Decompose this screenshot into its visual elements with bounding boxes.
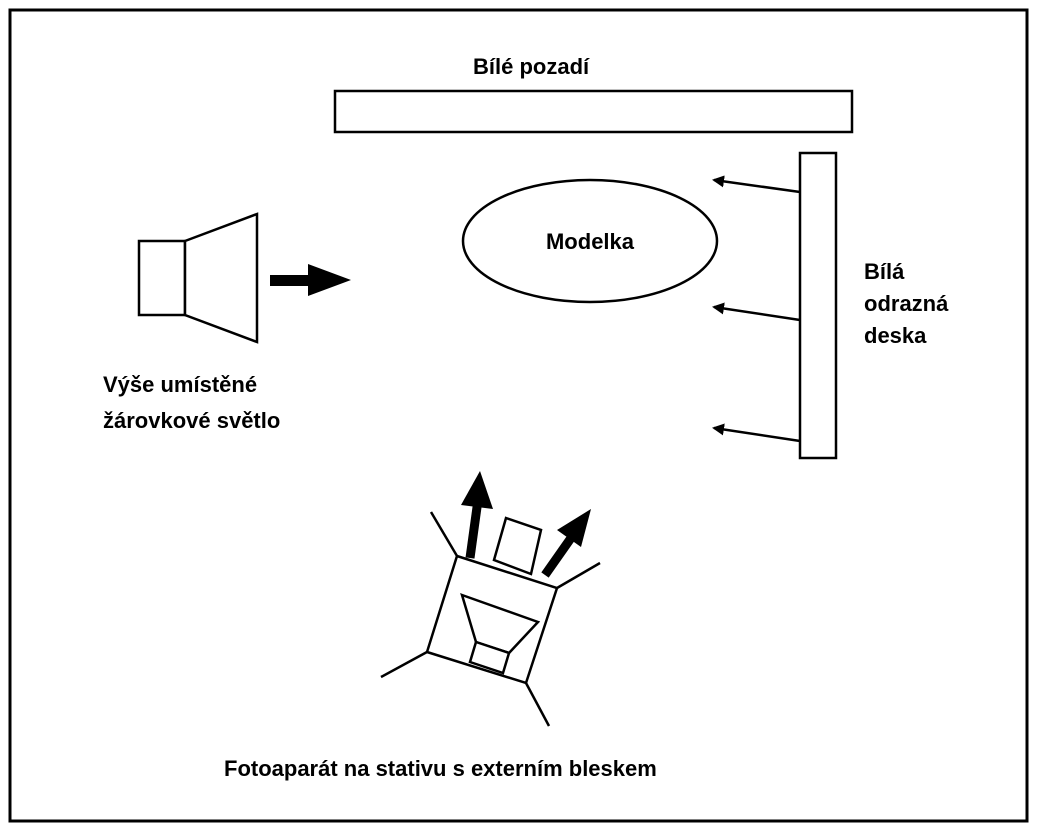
flash-arrow-right-head <box>557 509 591 547</box>
reflection-arrow <box>712 175 801 194</box>
flash-arrows <box>461 471 591 578</box>
light-direction-arrow <box>270 264 351 296</box>
diagram-frame <box>8 8 1029 823</box>
model-shape <box>461 178 719 304</box>
tungsten-light-icon <box>137 212 259 344</box>
reflector-board <box>798 151 838 460</box>
background-label: Bílé pozadí <box>473 54 590 79</box>
flash-arrow-right <box>541 535 575 578</box>
reflector-label-line-3: deska <box>864 323 927 348</box>
white-background-panel <box>333 89 854 134</box>
reflection-arrow <box>712 423 801 443</box>
light-label-line-1: Výše umístěné <box>103 372 257 397</box>
reflector-label-line-2: odrazná <box>864 291 949 316</box>
light-label-line-2: žárovkové světlo <box>103 408 280 433</box>
model-label: Modelka <box>546 229 635 254</box>
flash-arrow-left-head <box>461 471 493 509</box>
reflector-arrows <box>712 175 801 443</box>
reflection-arrow <box>712 302 801 322</box>
flash-arrow-left <box>465 499 483 559</box>
camera-label: Fotoaparát na stativu s externím bleskem <box>224 756 657 781</box>
reflector-label-line-1: Bílá <box>864 259 905 284</box>
camera-tripod-icon <box>380 511 601 727</box>
